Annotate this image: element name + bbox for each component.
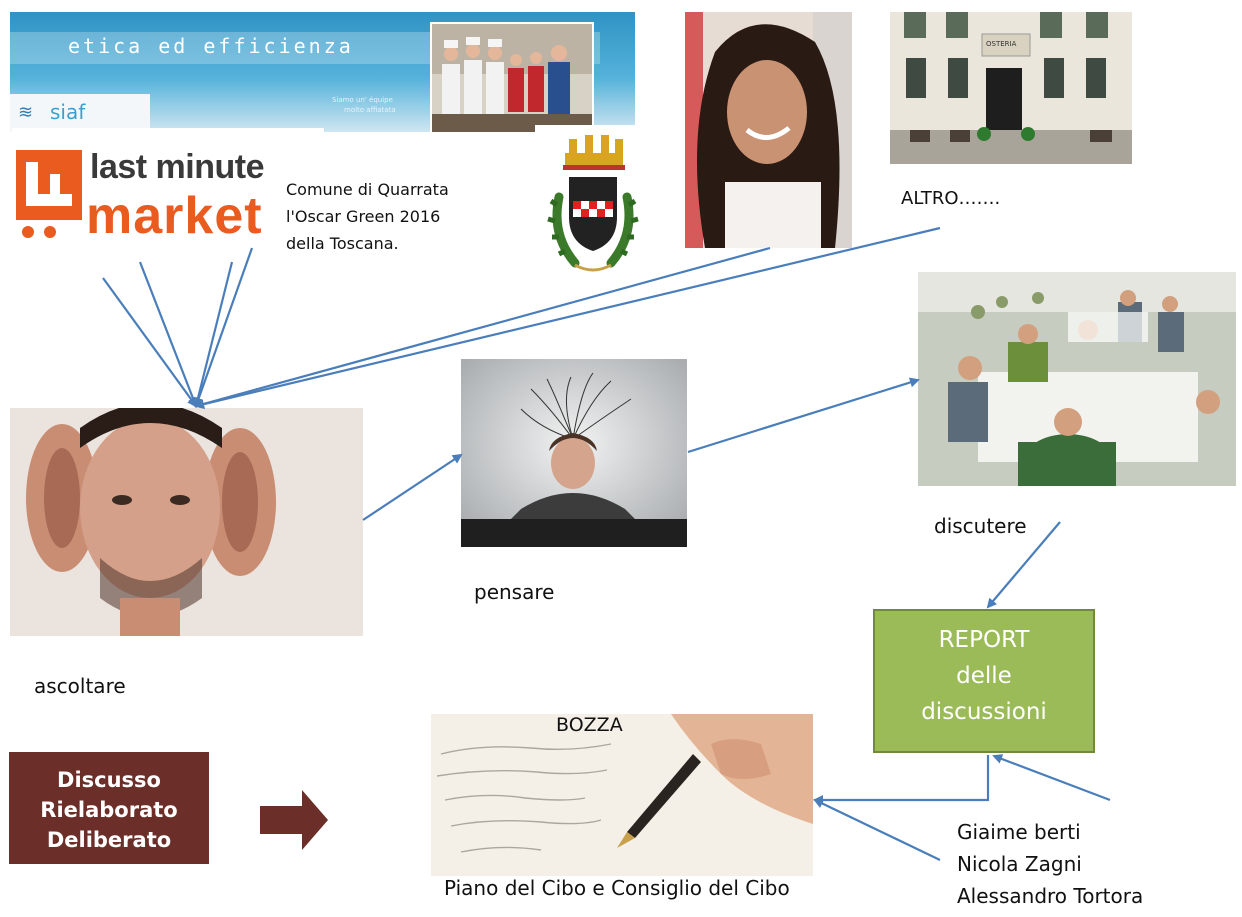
banner-tagline-1: Siamo un' équipe xyxy=(332,96,393,104)
label-piano: Piano del Cibo e Consiglio del Cibo xyxy=(444,876,790,900)
label-bozza: BOZZA xyxy=(556,714,623,736)
thinking-man-photo xyxy=(461,359,687,547)
lmm-logo: last minute market xyxy=(12,128,324,253)
restaurant-building: OSTERIA xyxy=(890,12,1132,164)
arrow-lmm-4 xyxy=(193,247,254,408)
report-line3: discussioni xyxy=(921,699,1047,725)
comune-caption-1: Comune di Quarrata xyxy=(286,180,449,199)
comune-caption-2: l'Oscar Green 2016 xyxy=(286,207,441,226)
arrow-pensare-discutere xyxy=(687,377,920,454)
arrow-woman xyxy=(194,246,771,409)
label-pensare: pensare xyxy=(474,580,555,604)
building-sign: OSTERIA xyxy=(986,40,1017,48)
lmm-line1: last minute xyxy=(90,148,264,186)
author-2: Nicola Zagni xyxy=(957,852,1082,876)
arrow-altro xyxy=(194,226,941,410)
listening-man-photo xyxy=(10,408,363,636)
woman-portrait xyxy=(685,12,852,248)
arrow-lmm-1 xyxy=(102,277,198,408)
banner-headline: etica ed efficienza xyxy=(68,34,354,58)
quarrata-coat-of-arms xyxy=(535,125,652,287)
arrow-discutere-report xyxy=(986,521,1061,609)
status-box: Discusso Rielaborato Deliberato xyxy=(9,752,209,864)
status-line2: Rielaborato xyxy=(40,798,178,822)
status-line3: Deliberato xyxy=(46,828,172,852)
author-1: Giaime berti xyxy=(957,820,1081,844)
arrow-authors-bozza xyxy=(813,798,941,861)
lmm-line2: market xyxy=(86,187,263,245)
siaf-logo: ≋ siaf xyxy=(10,94,150,132)
arrow-lmm-2 xyxy=(138,261,198,408)
status-line1: Discusso xyxy=(57,768,161,792)
arrow-lmm-3 xyxy=(193,261,234,408)
label-ascoltare: ascoltare xyxy=(34,674,126,698)
siaf-banner: etica ed efficienza ≋ siaf Siamo un' équ… xyxy=(10,12,635,132)
arrow-authors-report xyxy=(992,754,1111,802)
author-3: Alessandro Tortora xyxy=(957,884,1144,908)
team-figures xyxy=(432,24,592,132)
comune-caption-3: della Toscana. xyxy=(286,234,399,253)
report-line2: delle xyxy=(956,663,1012,689)
crown-icon xyxy=(563,135,625,170)
report-line1: REPORT xyxy=(938,627,1030,653)
swirl-icon: ≋ xyxy=(18,102,34,123)
team-photo xyxy=(430,22,594,132)
big-right-arrow xyxy=(260,790,328,850)
lm-mark xyxy=(16,150,82,238)
report-box: REPORT delle discussioni xyxy=(873,609,1095,753)
arrow-report-bozza xyxy=(813,755,990,805)
group-discussion-photo xyxy=(918,272,1236,486)
label-discutere: discutere xyxy=(934,514,1027,538)
siaf-brand: siaf xyxy=(50,100,86,124)
arrow-ascoltare-pensare xyxy=(362,453,463,521)
label-altro: ALTRO……. xyxy=(901,188,1001,209)
writing-hand-photo xyxy=(431,714,813,876)
banner-tagline-2: molto affiatata xyxy=(344,106,396,114)
